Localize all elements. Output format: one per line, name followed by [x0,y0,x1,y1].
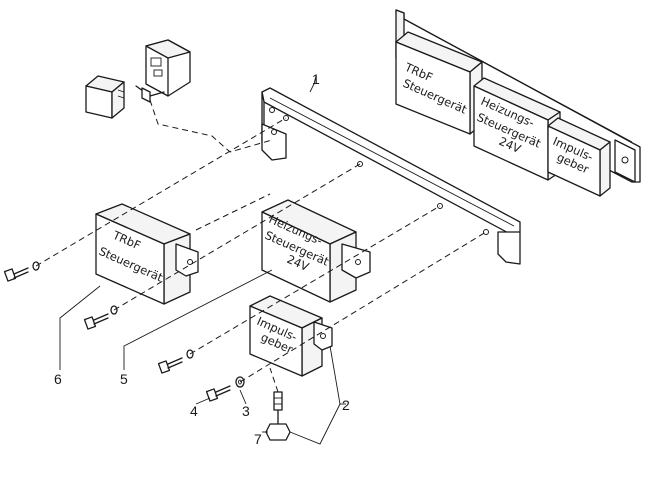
inset-impuls-unit: Impuls- geber [547,117,611,197]
callout-4: 4 [190,403,198,419]
leader-lines [59,75,346,445]
callout-5: 5 [120,371,128,387]
callout-6: 6 [54,371,62,387]
trbf-control-unit: TRbF Steuergerät [95,203,199,305]
inset-heizung-unit: Heizungs- Steuergerät 24V [473,77,561,181]
fasteners [3,261,291,441]
screw-left [3,261,40,282]
callout-3: 3 [242,403,250,419]
mounting-rail [261,87,521,265]
callout-2: 2 [342,397,350,413]
callout-7: 7 [254,431,262,447]
heizung-control-unit: Heizungs- Steuergerät 24V [261,199,371,303]
sensor-part-7 [265,391,291,441]
screw-impuls [157,349,194,374]
callout-1: 1 [312,71,320,87]
inset-assembled-view: TRbF Steuergerät Heizungs- Steuergerät 2… [395,9,641,197]
inset-trbf-unit: TRbF Steuergerät [395,31,483,135]
screw-trbf [83,305,118,330]
relay-and-socket [85,39,191,119]
screw-part-4 [205,385,231,402]
callouts: 1 2 3 4 5 6 7 [54,71,350,447]
assembly-lines [35,99,487,393]
impulsgeber-unit: Impuls- geber [249,295,333,377]
